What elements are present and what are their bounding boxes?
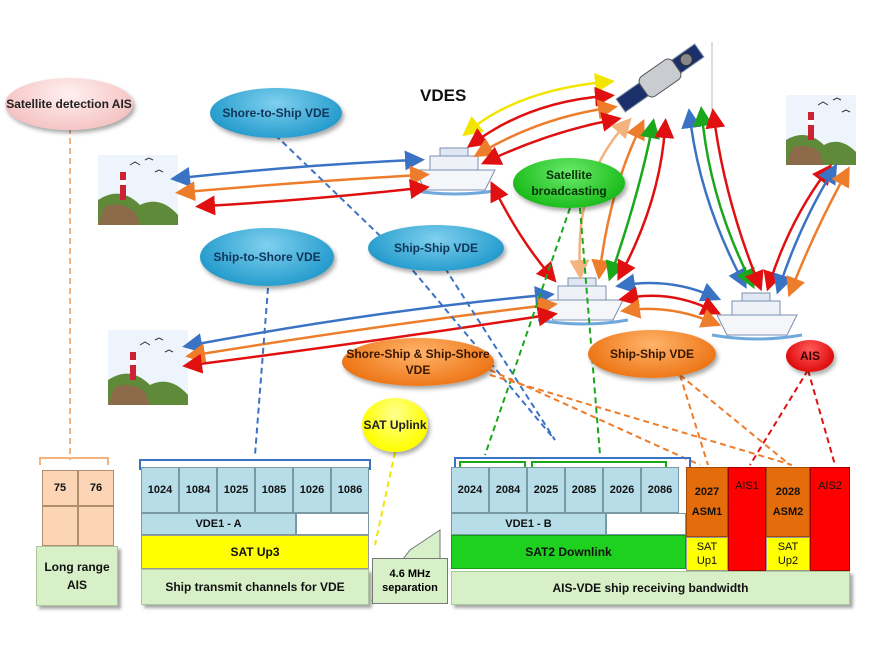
asm1-cell: 2027 ASM1 [686, 467, 728, 537]
channel-cell-empty [42, 506, 78, 546]
channel-cell: 2025 [527, 467, 565, 513]
sat-up1-cell: SAT Up1 [686, 537, 728, 571]
vde1-a-cell: VDE1 - A [141, 513, 296, 535]
ship-icon [537, 277, 629, 326]
channel-cell: 1085 [255, 467, 293, 513]
channel-cell: 1086 [331, 467, 369, 513]
shore-ship-ship-shore-vde-node: Shore-Ship & Ship-Shore VDE [342, 338, 494, 386]
sat-uplink-node: SAT Uplink [362, 398, 428, 452]
shore-ship-arrows-lower [182, 285, 558, 374]
satellite-broadcasting-node: Satellite broadcasting [513, 158, 625, 208]
ship-ship-arrows [615, 163, 850, 328]
lighthouse-icon [98, 155, 178, 225]
shore-to-ship-vde-node: Shore-to-Ship VDE [210, 88, 342, 138]
ais-node: AIS [786, 340, 834, 372]
ship-ship-vde-blue-node: Ship-Ship VDE [368, 225, 504, 271]
channel-cell: 1025 [217, 467, 255, 513]
ship-ship-vde-orange-node: Ship-Ship VDE [588, 330, 716, 378]
channel-cell: 1084 [179, 467, 217, 513]
ship-to-shore-vde-node: Ship-to-Shore VDE [200, 228, 334, 286]
channel-cell: 2085 [565, 467, 603, 513]
sat-up3-cell: SAT Up3 [141, 535, 369, 569]
receive-footer: AIS-VDE ship receiving bandwidth [451, 571, 850, 605]
ais1-cell: AIS1 [728, 467, 766, 571]
channel-cell: 1026 [293, 467, 331, 513]
dashed-connectors [69, 127, 836, 546]
sat2-downlink-cell: SAT2 Downlink [451, 535, 686, 569]
transmit-footer: Ship transmit channels for VDE [141, 569, 369, 605]
channel-cell: 75 [42, 470, 78, 506]
lighthouse-icon [786, 95, 856, 165]
ship-icon [711, 292, 803, 341]
channel-cell: 1024 [141, 467, 179, 513]
satellite-icon [615, 42, 713, 113]
asm2-cell: 2028 ASM2 [766, 467, 810, 537]
channel-cell: 2084 [489, 467, 527, 513]
vde1-b-cell: VDE1 - B [451, 513, 606, 535]
satellite-detection-ais-node: Satellite detection AIS [5, 78, 133, 130]
sat-up2-cell: SAT Up2 [766, 537, 810, 571]
vde1-a-empty-cell [296, 513, 369, 535]
channel-cell: 2026 [603, 467, 641, 513]
channel-cell: 2024 [451, 467, 489, 513]
vde1-b-empty-cell [606, 513, 686, 535]
asm1-label: ASM1 [691, 506, 723, 518]
asm2-channel: 2028 [775, 486, 801, 498]
shore-ship-arrows-upper [170, 150, 430, 216]
ship-icon [409, 147, 501, 196]
diagram-title: VDES [420, 86, 467, 105]
channel-cell: 2086 [641, 467, 679, 513]
channel-cell-empty [78, 506, 114, 546]
ais2-cell: AIS2 [810, 467, 850, 571]
asm2-label: ASM2 [772, 506, 804, 518]
long-range-ais-label: Long range AIS [36, 546, 118, 606]
separation-label: 4.6 MHz separation [372, 558, 448, 604]
asm1-channel: 2027 [694, 486, 720, 498]
lighthouse-icon [108, 330, 188, 405]
channel-cell: 76 [78, 470, 114, 506]
